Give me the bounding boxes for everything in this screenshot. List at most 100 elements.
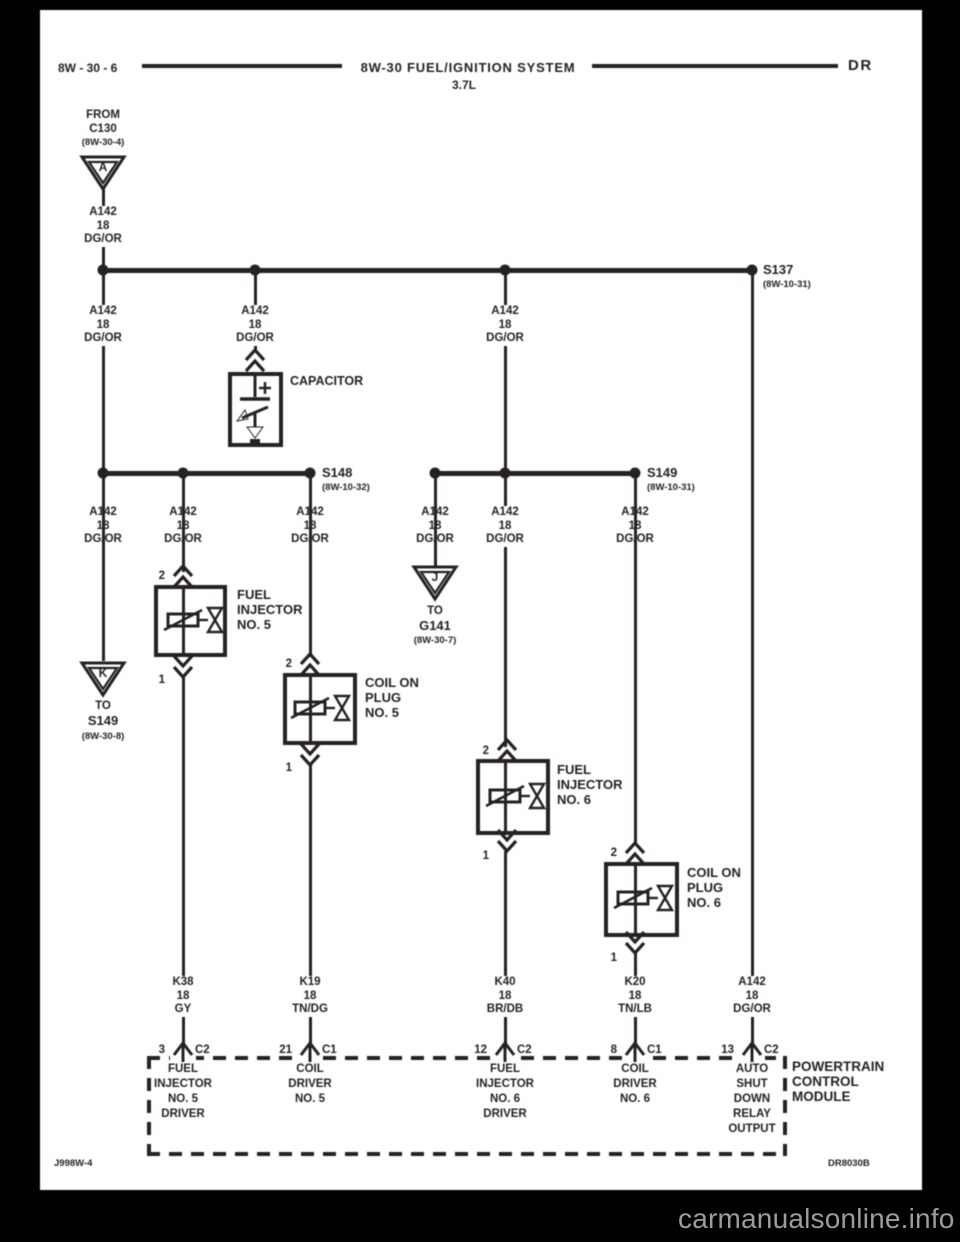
wire-label: A142 18 DG/OR: [82, 206, 124, 247]
to-s149-ref: (8W-30-8): [81, 731, 125, 742]
splice-bus-s137: [101, 268, 752, 273]
connector-triangle-icon: [411, 565, 459, 602]
capacitor-ground-stub: [250, 439, 260, 446]
header-rule-right: [592, 64, 838, 68]
pcm-connector-name: C1: [322, 1044, 337, 1056]
wire: [101, 473, 105, 661]
splice-bus-s148: [101, 471, 312, 476]
coil-on-plug-5-label: COIL ON PLUG NO. 5: [365, 675, 419, 720]
fuel-injector-5-label: FUEL INJECTOR NO. 5: [237, 587, 303, 632]
pcm-connector-name: C2: [764, 1044, 779, 1056]
wire: [503, 851, 507, 1043]
wire: [750, 270, 754, 1043]
pcm-pin-number: 13: [721, 1044, 734, 1056]
watermark: carmanualsonline.info: [678, 1203, 955, 1234]
splice-s149-ref: (8W-10-31): [647, 482, 695, 493]
header-page-ref: 8W - 30 - 6: [58, 61, 118, 75]
pin-chevron-icon: [624, 930, 646, 956]
solenoid-valve-icon: [485, 782, 547, 810]
header-title: 8W-30 FUEL/IGNITION SYSTEM: [360, 60, 576, 75]
pcm-pin-icon: [494, 1040, 516, 1062]
splice-s148-ref: (8W-10-32): [322, 482, 370, 493]
pin-chevron-icon: [496, 737, 518, 763]
pin-chevron-icon: [299, 651, 321, 677]
pin-number: 2: [158, 570, 165, 582]
pin-number: 1: [610, 952, 617, 964]
pin-chevron-icon: [299, 742, 321, 768]
footer-sheet-code: DR8030B: [828, 1158, 870, 1169]
pcm-pin-number: 12: [474, 1044, 487, 1056]
pcm-pin-icon: [299, 1040, 321, 1062]
wire: [308, 473, 312, 657]
pcm-connector-name: C1: [647, 1044, 662, 1056]
pcm-pin-icon: [741, 1040, 763, 1062]
to-g141-ref: (8W-30-7): [413, 635, 457, 646]
splice-bus-s149: [433, 471, 637, 476]
wire: [101, 270, 105, 473]
to-s149-dir: TO: [95, 700, 111, 712]
coil-on-plug-6-label: COIL ON PLUG NO. 6: [687, 865, 741, 910]
diagram-page: 8W - 30 - 6 8W-30 FUEL/IGNITION SYSTEM D…: [40, 10, 922, 1190]
pcm-connector-name: C2: [517, 1044, 532, 1056]
capacitor-symbol-icon: [235, 376, 271, 439]
pcm-box-right: [783, 1056, 787, 1156]
to-g141-name: G141: [419, 618, 451, 633]
pin-chevron-icon: [172, 563, 194, 589]
pcm-connector-name: C2: [195, 1044, 210, 1056]
pcm-box-top: [147, 1056, 787, 1060]
wire-label: A142 18 DG/OR: [82, 305, 124, 346]
pin-number: 1: [158, 674, 165, 686]
wire: [633, 473, 637, 845]
to-g141-dir: TO: [427, 605, 443, 617]
from-c130-label: FROM C130 (8W-30-4): [81, 109, 125, 148]
pin-number: 1: [285, 762, 292, 774]
wire-label: A142 18 DG/OR: [234, 305, 276, 346]
footer-drawing-number: J998W-4: [54, 1158, 93, 1169]
pcm-pin-number: 21: [279, 1044, 292, 1056]
capacitor-label: CAPACITOR: [290, 374, 364, 388]
wire: [433, 473, 437, 567]
pin-number: 2: [610, 847, 617, 859]
engine-label: 3.7L: [451, 78, 477, 92]
pcm-pin-icon: [624, 1040, 646, 1062]
pcm-pin-number: 8: [610, 1044, 617, 1056]
connector-triangle-icon: [79, 155, 127, 192]
header-vehicle-code: DR: [848, 57, 873, 74]
pin-number: 1: [482, 850, 489, 862]
pcm-box-bottom: [147, 1152, 787, 1156]
wire: [181, 677, 185, 1043]
splice-s137-ref: (8W-10-31): [763, 279, 811, 290]
pin-chevron-icon: [624, 840, 646, 866]
wire: [308, 765, 312, 1043]
wire-label: A142 18 DG/OR: [484, 305, 526, 346]
splice-dot: [499, 467, 511, 479]
pcm-pin-icon: [172, 1040, 194, 1062]
fuel-injector-6-label: FUEL INJECTOR NO. 6: [557, 762, 623, 807]
to-s149-name: S149: [87, 713, 119, 728]
connector-triangle-icon: [79, 661, 127, 698]
pin-number: 2: [285, 658, 292, 670]
pcm-pin-number: 3: [158, 1044, 165, 1056]
wire: [181, 473, 185, 572]
solenoid-valve-icon: [290, 694, 352, 722]
pcm-box-left: [147, 1056, 151, 1156]
solenoid-valve-icon: [163, 606, 225, 634]
pcm-name: POWERTRAIN CONTROL MODULE: [792, 1059, 885, 1104]
pin-chevron-icon: [496, 828, 518, 854]
connector-letter: K: [98, 666, 108, 680]
splice-s148-name: S148: [322, 465, 353, 480]
splice-s137-name: S137: [763, 262, 794, 277]
pin-chevron-icon: [244, 347, 266, 373]
solenoid-valve-icon: [613, 884, 675, 912]
